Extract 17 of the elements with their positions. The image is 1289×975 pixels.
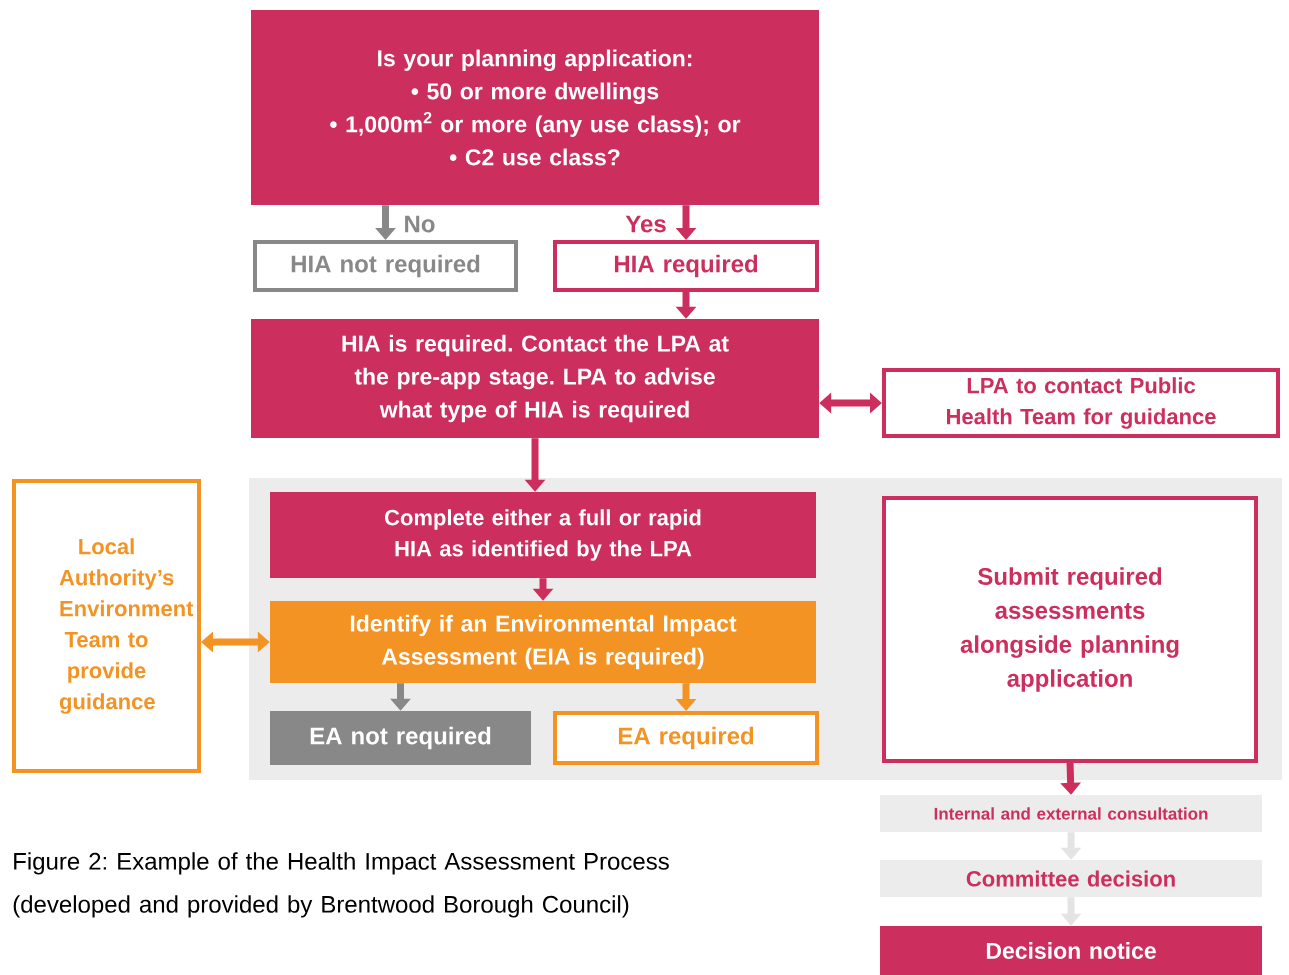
decision-box: Identify if an Environmental Impact Assessment (EIA is required) [270, 601, 816, 683]
caption: Figure 2: Example of the Health Impact Assessment Process (developed and provided by Brentwood Borough Council) [13, 852, 669, 918]
edge-label: No [405, 215, 435, 233]
outcome-box: EA required [553, 711, 819, 765]
outcome-box: HIA required [553, 240, 819, 292]
note-box: LPA to contact Public Health Team for guidance [882, 368, 1280, 438]
process-box: Decision notice [880, 926, 1262, 975]
process-box: HIA is required. Contact the LPA at the pre-app stage. LPA to advise what type of HIA is required [251, 319, 819, 438]
edge-label: Yes [625, 215, 666, 233]
outcome-box: EA not required [270, 711, 531, 765]
decision-box: Is your planning application: • 50 or more dwellings • 1,000m$^{2}$ or more (any use class); or • C2 use class? [251, 10, 819, 205]
process-box: Complete either a full or rapid HIA as identified by the LPA [270, 492, 816, 578]
process-box: Submit required assessments alongside planning application [882, 496, 1258, 763]
note-box: Local Authority’s Environment Team to provide guidance [12, 479, 201, 773]
process-box: Internal and external consultation [880, 795, 1262, 832]
process-box: Committee decision [880, 860, 1262, 897]
outcome-box: HIA not required [253, 240, 518, 292]
